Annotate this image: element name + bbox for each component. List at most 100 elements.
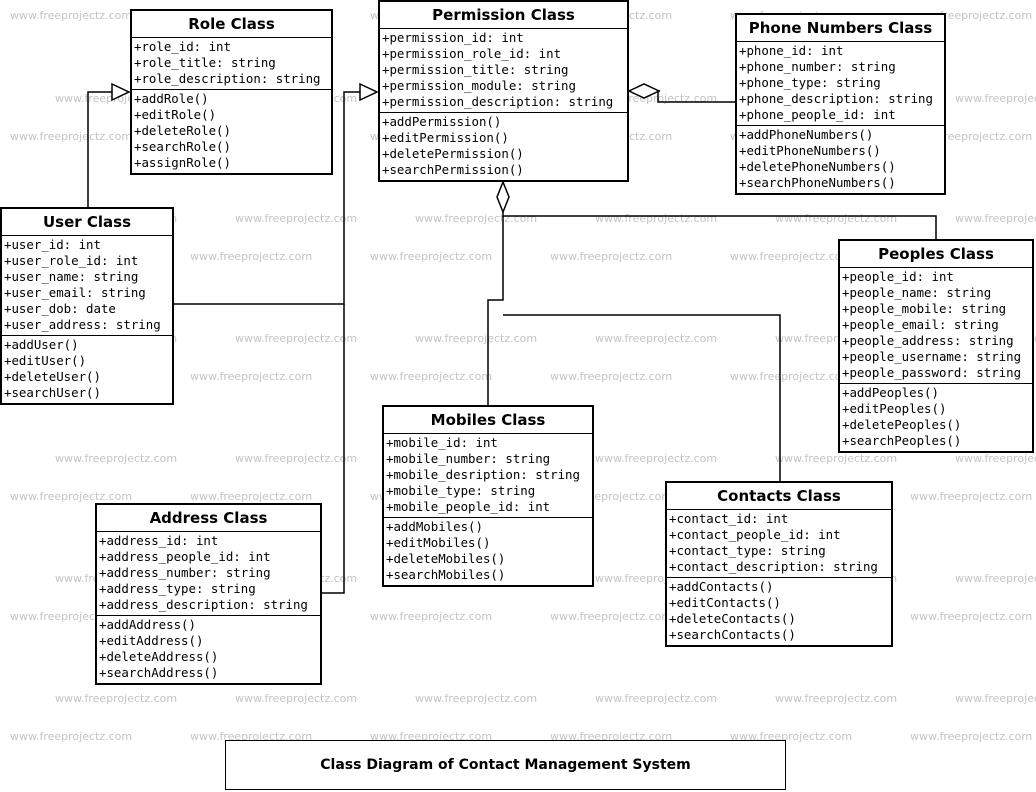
attributes-section: +people_id: int+people_name: string+peop… [840,268,1032,383]
address-class-box[interactable]: Address Class +address_id: int+address_p… [95,503,322,685]
attribute-line: +mobile_desription: string [386,467,580,482]
attributes-section: +permission_id: int+permission_role_id: … [380,29,627,112]
attribute-line: +address_type: string [99,581,256,596]
attribute-line: +contact_id: int [669,511,789,526]
class-title: Phone Numbers Class [737,15,944,42]
role-class-box[interactable]: Role Class +role_id: int+role_title: str… [130,9,333,175]
method-line: +searchPermission() [382,162,524,177]
attribute-line: +address_people_id: int [99,549,271,564]
edge-address-permission [320,304,345,594]
methods-section: +addPermission()+editPermission()+delete… [380,112,627,180]
edge-user-permission [172,91,360,305]
attribute-line: +people_email: string [842,317,999,332]
attribute-line: +mobile_id: int [386,435,498,450]
method-line: +editMobiles() [386,535,491,550]
attribute-line: +permission_role_id: int [382,46,562,61]
attribute-line: +phone_number: string [739,59,896,74]
methods-section: +addPeoples()+editPeoples()+deletePeople… [840,383,1032,451]
attribute-line: +people_username: string [842,349,1022,364]
phone-aggregation-diamond [627,83,661,99]
permission-inheritance-arrow [359,82,379,102]
permission-aggregation-diamond [496,179,510,215]
user-class-box[interactable]: User Class +user_id: int+user_role_id: i… [0,207,174,405]
attribute-line: +people_id: int [842,269,954,284]
attribute-line: +phone_people_id: int [739,107,896,122]
class-title: Mobiles Class [384,407,592,434]
attribute-line: +contact_people_id: int [669,527,841,542]
attribute-line: +people_mobile: string [842,301,1007,316]
attributes-section: +user_id: int+user_role_id: int+user_nam… [2,236,172,335]
attribute-line: +phone_description: string [739,91,933,106]
class-title: Permission Class [380,2,627,29]
edge-contacts-permission [503,314,781,482]
attribute-line: +people_address: string [842,333,1014,348]
attributes-section: +contact_id: int+contact_people_id: int+… [667,510,891,577]
method-line: +deletePhoneNumbers() [739,159,896,174]
method-line: +addContacts() [669,579,774,594]
mobiles-class-box[interactable]: Mobiles Class +mobile_id: int+mobile_num… [382,405,594,587]
method-line: +editContacts() [669,595,781,610]
method-line: +addPermission() [382,114,502,129]
attribute-line: +phone_id: int [739,43,844,58]
class-title: Address Class [97,505,320,532]
attribute-line: +permission_id: int [382,30,524,45]
attributes-section: +role_id: int+role_title: string+role_de… [132,38,331,89]
attributes-section: +mobile_id: int+mobile_number: string+mo… [384,434,592,517]
attribute-line: +mobile_type: string [386,483,536,498]
attribute-line: +user_name: string [4,269,139,284]
method-line: +searchUser() [4,385,101,400]
attribute-line: +address_number: string [99,565,271,580]
method-line: +searchPeoples() [842,433,962,448]
method-line: +editPermission() [382,130,509,145]
class-title: Role Class [132,11,331,38]
methods-section: +addUser()+editUser()+deleteUser()+searc… [2,335,172,403]
method-line: +deletePeoples() [842,417,962,432]
attribute-line: +permission_module: string [382,78,576,93]
method-line: +editAddress() [99,633,204,648]
diagram-caption: Class Diagram of Contact Management Syst… [225,740,786,790]
method-line: +deleteAddress() [99,649,219,664]
methods-section: +addAddress()+editAddress()+deleteAddres… [97,615,320,683]
phone-numbers-class-box[interactable]: Phone Numbers Class +phone_id: int+phone… [735,13,946,195]
role-inheritance-arrow [111,82,131,102]
method-line: +searchMobiles() [386,567,506,582]
attribute-line: +mobile_number: string [386,451,551,466]
method-line: +addRole() [134,91,209,106]
attribute-line: +user_role_id: int [4,253,139,268]
method-line: +deleteRole() [134,123,231,138]
peoples-class-box[interactable]: Peoples Class +people_id: int+people_nam… [838,239,1034,453]
attribute-line: +mobile_people_id: int [386,499,551,514]
permission-class-box[interactable]: Permission Class +permission_id: int+per… [378,0,629,182]
attribute-line: +role_title: string [134,55,276,70]
method-line: +editUser() [4,353,87,368]
attribute-line: +permission_description: string [382,94,614,109]
attributes-section: +address_id: int+address_people_id: int+… [97,532,320,615]
attribute-line: +role_id: int [134,39,231,54]
methods-section: +addRole()+editRole()+deleteRole()+searc… [132,89,331,173]
method-line: +deletePermission() [382,146,524,161]
attribute-line: +permission_title: string [382,62,569,77]
class-title: User Class [2,209,172,236]
method-line: +searchContacts() [669,627,796,642]
method-line: +addPhoneNumbers() [739,127,874,142]
method-line: +deleteMobiles() [386,551,506,566]
attribute-line: +people_password: string [842,365,1022,380]
attribute-line: +address_description: string [99,597,308,612]
method-line: +editPhoneNumbers() [739,143,881,158]
attributes-section: +phone_id: int+phone_number: string +phon… [737,42,944,125]
method-line: +editPeoples() [842,401,947,416]
edge-user-role [87,91,112,208]
class-title: Peoples Class [840,241,1032,268]
attribute-line: +people_name: string [842,285,992,300]
attribute-line: +role_description: string [134,71,321,86]
class-title: Contacts Class [667,483,891,510]
method-line: +searchPhoneNumbers() [739,175,896,190]
method-line: +addMobiles() [386,519,483,534]
contacts-class-box[interactable]: Contacts Class +contact_id: int+contact_… [665,481,893,647]
attribute-line: +user_email: string [4,285,146,300]
methods-section: +addPhoneNumbers()+editPhoneNumbers()+de… [737,125,944,193]
method-line: +addAddress() [99,617,196,632]
attribute-line: +contact_type: string [669,543,826,558]
attribute-line: +user_id: int [4,237,101,252]
